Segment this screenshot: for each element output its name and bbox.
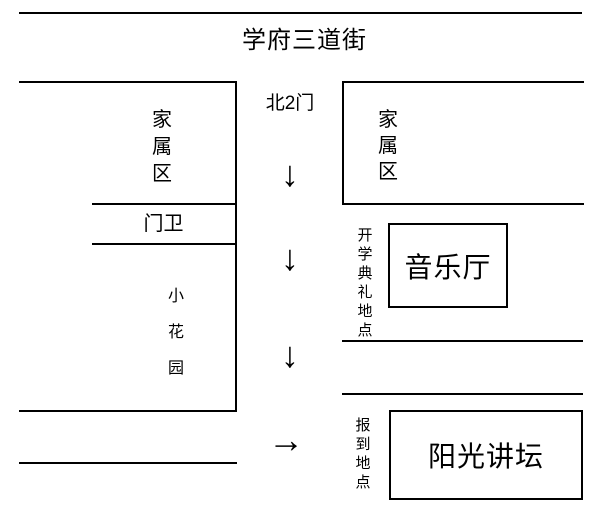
small-garden-label: 小花园 <box>167 288 184 377</box>
right-residential-block: 家属区 <box>342 81 584 205</box>
route-arrow-down-3-icon: ↓ <box>281 334 299 375</box>
registration-section-top-line <box>342 393 583 395</box>
route-arrow-down-2-icon: ↓ <box>281 237 299 278</box>
sunshine-forum-box: 阳光讲坛 <box>389 410 583 500</box>
left-residential-block: 家属区 门卫 小花园 <box>19 81 237 412</box>
music-hall-label: 音乐厅 <box>404 251 492 283</box>
street-top-line <box>19 12 582 14</box>
street-name-label: 学府三道街 <box>242 27 367 54</box>
right-residential-label: 家属区 <box>378 109 398 183</box>
ceremony-location-note: 开学典礼地点 <box>357 227 373 339</box>
music-hall-box: 音乐厅 <box>388 223 508 308</box>
route-arrow-down-1-icon: ↓ <box>281 153 299 194</box>
sunshine-forum-label: 阳光讲坛 <box>427 441 544 472</box>
ceremony-section-bottom-line <box>342 340 583 342</box>
street-bottom-left-line <box>19 462 237 464</box>
registration-location-note: 报到地点 <box>355 417 371 491</box>
guard-post-cell: 门卫 <box>92 203 235 245</box>
left-residential-label: 家属区 <box>152 109 172 185</box>
route-arrow-right-icon: → <box>268 419 304 460</box>
north-gate-2-label: 北2门 <box>265 93 315 114</box>
guard-post-label: 门卫 <box>143 213 184 235</box>
